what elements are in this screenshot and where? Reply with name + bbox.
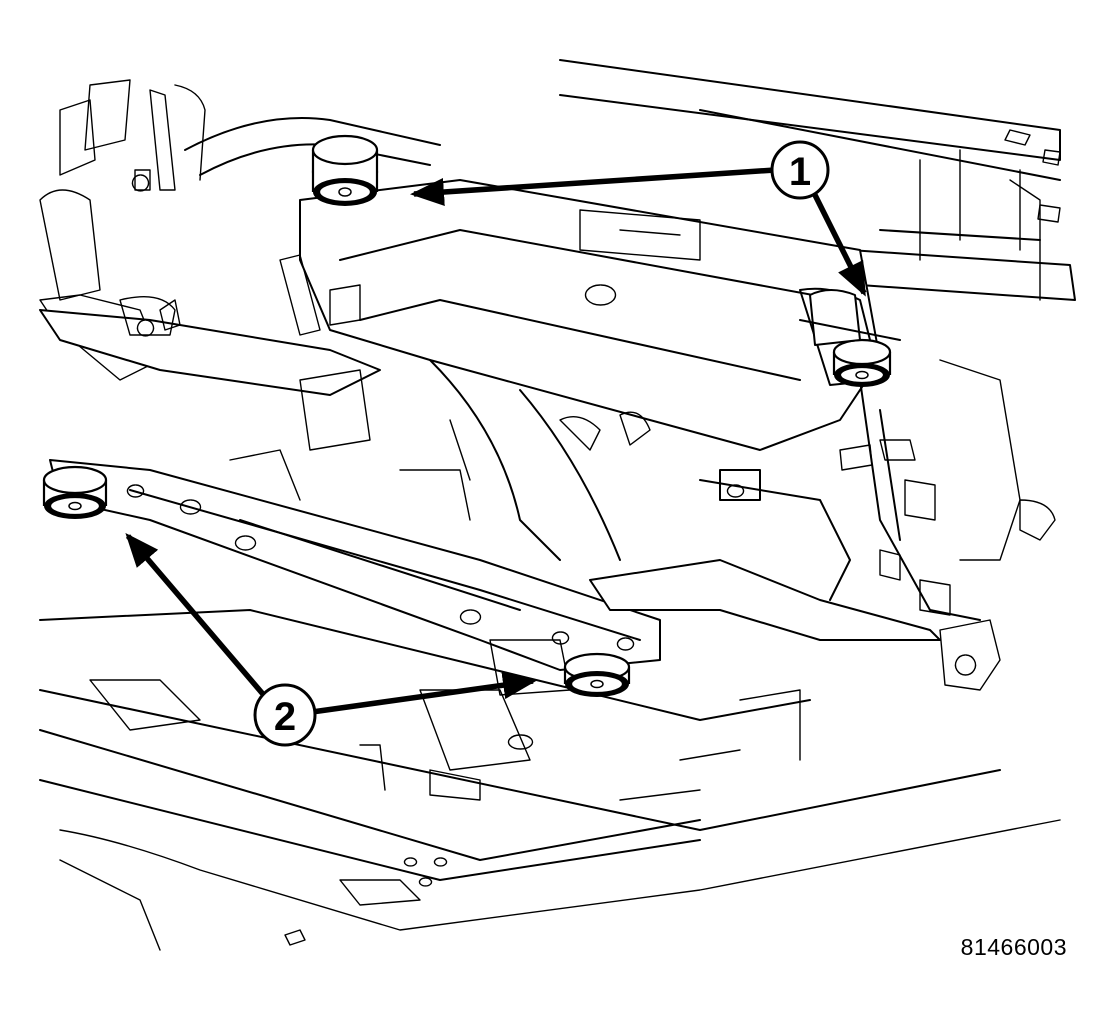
isolator-bushing-lower-center	[563, 652, 631, 697]
callout-1-arrows	[410, 167, 867, 297]
callout-2: 2	[253, 683, 317, 747]
isolator-bushing-upper-left	[311, 134, 379, 206]
callout-2-label: 2	[274, 695, 296, 739]
isolator-bushing-upper-right	[799, 289, 901, 387]
figure-id-label: 81466003	[960, 934, 1067, 960]
callout-1: 1	[770, 140, 830, 200]
vehicle-underbody-linework	[39, 59, 1076, 951]
isolator-bushing-lower-left	[42, 465, 108, 519]
callout-2-arrows	[125, 532, 537, 715]
callout-1-label: 1	[789, 150, 811, 194]
